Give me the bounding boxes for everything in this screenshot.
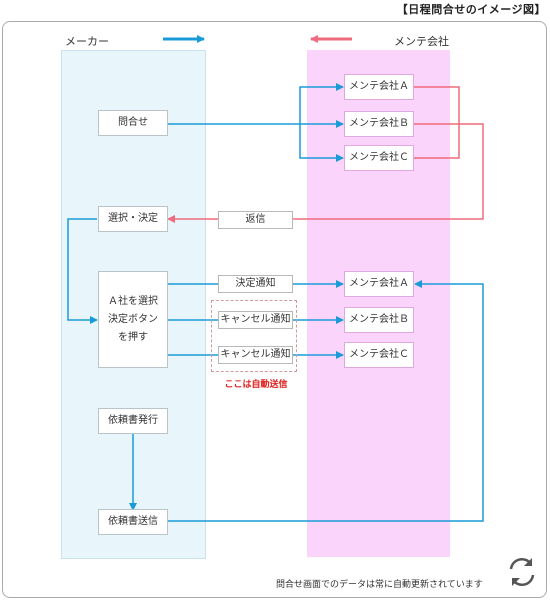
inquiry-arrows	[167, 83, 344, 162]
diagram-title: 【日程問合せのイメージ図】	[396, 3, 546, 16]
maint-company-c-box-bottom: メンテ会社Ｃ	[344, 342, 414, 368]
send-request-box: 依頼書送信	[98, 509, 168, 535]
cancel-notice-2-label: キャンセル通知	[220, 349, 291, 360]
footer-note: 問合せ画面でのデータは常に自動更新されています	[276, 580, 483, 590]
issue-request-box: 依頼書発行	[98, 408, 168, 434]
reply-label: 返信	[245, 214, 266, 225]
maint-company-b-box-bottom: メンテ会社Ｂ	[344, 307, 414, 333]
select-decide-box: 選択・決定	[98, 206, 168, 232]
maint-company-c-label: メンテ会社Ｃ	[349, 152, 409, 163]
press-button-box: Ａ社を選択 決定ボタン を押す	[98, 271, 168, 368]
send-request-label: 依頼書送信	[108, 516, 158, 527]
maint-company-b-box: メンテ会社Ｂ	[344, 111, 414, 137]
maint-company-a-box: メンテ会社Ａ	[344, 74, 414, 100]
maint-company-a-label-bottom: メンテ会社Ａ	[349, 278, 409, 289]
press-button-line-1: Ａ社を選択	[108, 295, 158, 307]
auto-send-note: ここは自動送信	[224, 380, 288, 390]
refresh-icon	[509, 557, 535, 587]
cancel-notice-1-label: キャンセル通知	[220, 314, 291, 325]
maint-company-b-label: メンテ会社Ｂ	[349, 118, 409, 129]
maint-company-a-label: メンテ会社Ａ	[349, 81, 409, 92]
issue-request-label: 依頼書発行	[108, 415, 158, 426]
maint-company-a-box-bottom: メンテ会社Ａ	[344, 271, 414, 297]
inquiry-label: 問合せ	[118, 117, 148, 128]
cancel-notice-1-box: キャンセル通知	[218, 311, 293, 329]
press-button-line-2: 決定ボタン	[108, 313, 158, 325]
maintenance-column-label: メンテ会社	[394, 35, 449, 48]
maker-column-label: メーカー	[65, 35, 109, 48]
auto-send-region	[211, 300, 297, 372]
select-decide-label: 選択・決定	[108, 213, 158, 224]
press-button-line-3: を押す	[118, 331, 148, 343]
maint-company-b-label-bottom: メンテ会社Ｂ	[349, 314, 409, 325]
maint-company-c-label-bottom: メンテ会社Ｃ	[349, 349, 409, 360]
reply-label-box: 返信	[218, 211, 293, 229]
send-request-arrow	[168, 280, 484, 522]
select-to-button-arrow	[67, 218, 98, 324]
decision-notice-label: 決定通知	[235, 278, 276, 289]
cancel-notice-2-box: キャンセル通知	[218, 346, 293, 364]
reply-lines	[167, 86, 484, 223]
inquiry-box: 問合せ	[98, 110, 168, 136]
maint-company-c-box: メンテ会社Ｃ	[344, 145, 414, 171]
decision-notice-box: 決定通知	[218, 275, 293, 293]
